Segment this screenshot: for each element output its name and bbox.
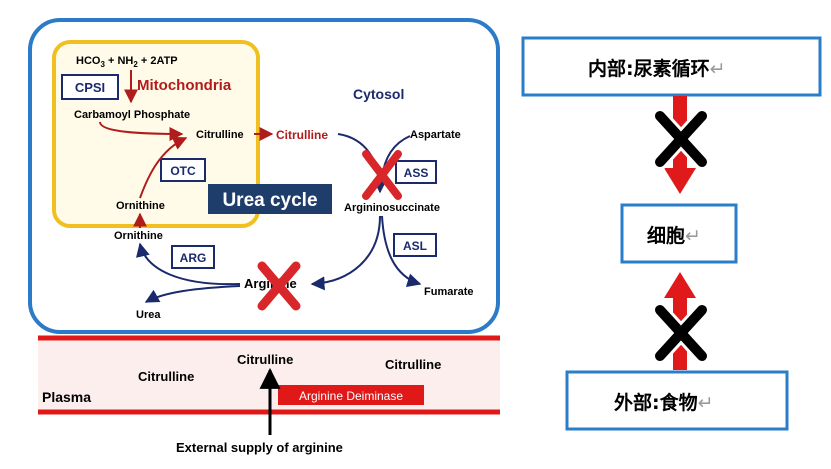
plasma-citrulline-right: Citrulline bbox=[385, 357, 441, 372]
cell-box bbox=[620, 203, 738, 264]
external-food-label: 外部:食物↵ bbox=[614, 391, 714, 414]
ass-blocked-cross bbox=[362, 150, 402, 200]
arginine-blocked-cross bbox=[257, 261, 301, 311]
plasma-citrulline-center: Citrulline bbox=[237, 352, 293, 367]
urea-cycle-badge bbox=[208, 184, 332, 214]
plasma-label: Plasma bbox=[42, 389, 91, 405]
arrow-carbamoyl-to-citrulline bbox=[99, 121, 184, 141]
internal-path-blocked-cross bbox=[652, 108, 710, 170]
arrow-argininosuccinate-to-fumarate bbox=[381, 215, 422, 287]
ornithine-cytosol-label: Ornithine bbox=[114, 230, 163, 242]
ass-enzyme-box bbox=[395, 160, 437, 184]
asl-label: ASL bbox=[403, 239, 427, 253]
arrow-arginine-to-urea bbox=[144, 285, 241, 303]
external-food-box bbox=[565, 370, 789, 431]
argininosuccinate-label: Argininosuccinate bbox=[344, 202, 440, 214]
mitochondria-label: Mitochondria bbox=[137, 77, 232, 94]
arg-label: ARG bbox=[180, 251, 207, 265]
external-supply-label: External supply of arginine bbox=[176, 440, 343, 455]
citrulline-cytosol-label: Citrulline bbox=[276, 128, 328, 142]
ass-label: ASS bbox=[404, 166, 429, 180]
arg-enzyme-box bbox=[171, 245, 215, 269]
cpsi-label: CPSI bbox=[75, 80, 105, 95]
fumarate-label: Fumarate bbox=[424, 286, 474, 298]
carbamoyl-phosphate-label: Carbamoyl Phosphate bbox=[74, 109, 190, 121]
cpsi-enzyme-box bbox=[61, 74, 119, 100]
citrulline-mito-label: Citrulline bbox=[196, 129, 244, 141]
arginine-deiminase-badge bbox=[278, 385, 424, 405]
otc-enzyme-box bbox=[160, 158, 206, 182]
internal-urea-cycle-label: 内部:尿素循环↵ bbox=[588, 57, 726, 80]
cell-label: 细胞↵ bbox=[647, 224, 701, 247]
asl-enzyme-box bbox=[393, 233, 437, 257]
aspartate-label: Aspartate bbox=[410, 129, 461, 141]
arrow-argininosuccinate-to-arginine bbox=[310, 215, 381, 291]
arginine-deiminase-label: Arginine Deiminase bbox=[299, 389, 403, 403]
external-path-blocked-cross bbox=[652, 302, 710, 364]
plasma-citrulline-left: Citrulline bbox=[138, 369, 194, 384]
urea-label: Urea bbox=[136, 309, 161, 321]
otc-label: OTC bbox=[170, 164, 196, 178]
ornithine-mito-label: Ornithine bbox=[116, 200, 165, 212]
internal-urea-cycle-box bbox=[521, 36, 822, 97]
cytosol-label: Cytosol bbox=[353, 86, 404, 102]
arrow-arginine-to-ornithine bbox=[136, 242, 241, 286]
arrow-ornithine-to-citrulline bbox=[139, 136, 188, 199]
urea-cycle-label: Urea cycle bbox=[222, 190, 317, 211]
substrates-label: HCO3 + NH2 + 2ATP bbox=[76, 55, 178, 69]
